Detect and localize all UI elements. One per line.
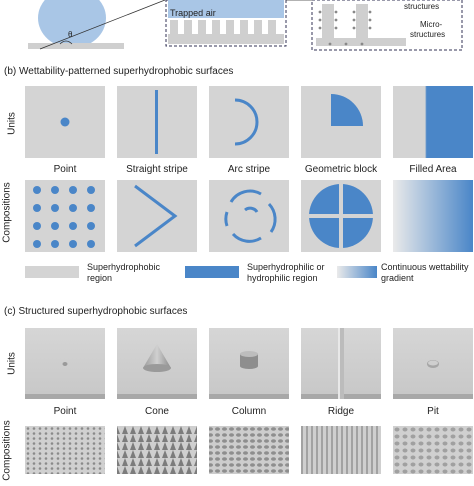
tile-c-point-array [25,426,105,474]
units-row-b [25,86,474,158]
row-label-units-c: Units [6,352,18,375]
unit-label-c-pit: Pit [427,406,439,417]
micro-label: Micro- [420,20,443,29]
legend-text-superhydrophobic: Superhydrophobic region [87,262,161,283]
tile-c-ridge [301,328,381,399]
units-row-c [25,328,474,400]
unit-label-geometric-block: Geometric block [304,164,378,175]
tile-c-column-array [209,426,289,474]
tile-filled-area [393,86,473,158]
section-a-illustration [28,0,463,51]
section-b-title: (b) Wettability-patterned superhydrophob… [4,66,234,77]
row-label-compositions-c: Compositions [1,420,13,481]
units-tiles-b [25,86,473,158]
legend-swatch-hydrophilic [185,266,239,278]
tile-c-pit-array [393,426,473,474]
row-label-compositions-b: Compositions [1,182,13,243]
legend-swatch-gradient [337,266,377,278]
unit-label-c-ridge: Ridge [327,406,355,417]
tile-chevron-stripes [117,180,197,252]
tile-c-cone [117,328,197,399]
legend-text-hydrophilic: Superhydrophilic or hydrophilic region [247,262,325,283]
micro-structures-label: structures [410,30,446,39]
unit-label-straight-stripe: Straight stripe [126,164,188,175]
section-a: θ Trapped air structures Micro- structur… [0,0,474,58]
tile-point [25,86,105,158]
legend-swatch-superhydrophobic [25,266,79,278]
compositions-tiles-c [25,426,473,474]
legend: Superhydrophobic region Superhydrophilic… [25,262,474,302]
tile-c-point [25,328,105,399]
compositions-row-b [25,180,474,252]
tile-straight-stripe [117,86,197,158]
unit-label-point: Point [53,164,77,175]
tile-dot-array [25,180,105,252]
unit-label-c-cone: Cone [145,406,169,417]
legend-text-gradient: Continuous wettability gradient [381,262,469,283]
compositions-row-c [25,426,474,474]
theta-label: θ [68,30,73,39]
units-tiles-c [25,328,473,399]
tile-geometric-block [301,86,381,158]
tile-c-cone-array [117,426,197,474]
compositions-tiles-b [25,180,473,252]
unit-label-c-column: Column [231,406,267,417]
tile-quartered-disk [301,180,381,252]
tile-c-pit [393,328,473,399]
unit-label-c-point: Point [53,406,77,417]
tile-spiral-arcs [209,180,289,252]
row-label-units-b: Units [6,112,18,135]
tile-arc-stripe [209,86,289,158]
tile-c-ridge-array [301,426,381,474]
trapped-air-label: Trapped air [170,8,216,18]
section-c-title: (c) Structured superhydrophobic surfaces [4,306,188,317]
tile-c-column [209,328,289,399]
unit-label-filled-area: Filled Area [409,164,457,175]
unit-label-arc-stripe: Arc stripe [227,164,271,175]
tile-gradient [393,180,473,252]
structures-label: structures [404,2,440,11]
